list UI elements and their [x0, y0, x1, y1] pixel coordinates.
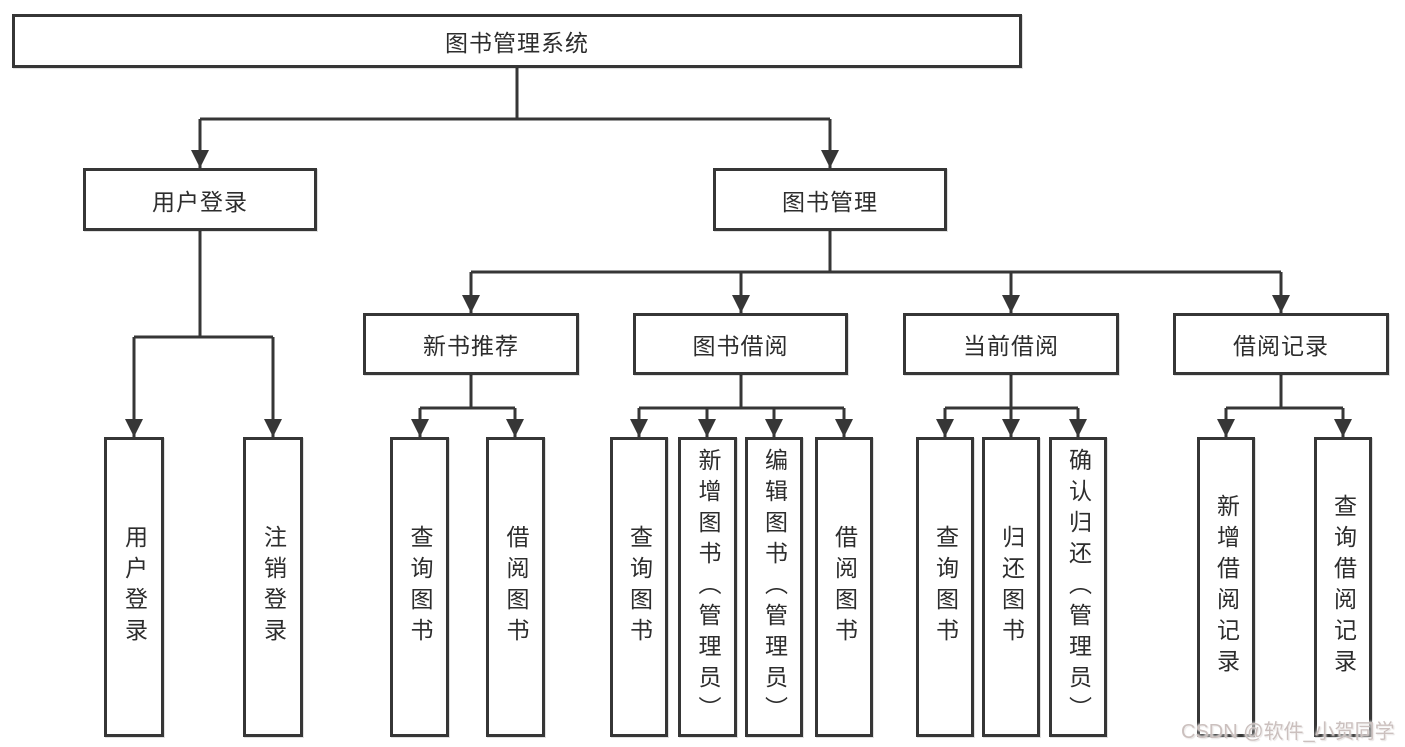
leaf-current-return-books: 归还图书	[982, 437, 1040, 737]
node-user-login-label: 用户登录	[152, 188, 248, 215]
leaf-newbooks-query-books-label: 查询图书	[407, 525, 433, 649]
node-borrowing-records-label: 借阅记录	[1233, 333, 1329, 359]
leaf-borrowing-query-books-label: 查询图书	[626, 525, 653, 649]
leaf-newbooks-borrow-books-label: 借阅图书	[503, 525, 529, 649]
split-bars	[134, 68, 1343, 410]
leaf-records-add-borrow-record: 新增借阅记录	[1197, 437, 1255, 737]
leaf-borrowing-query-books: 查询图书	[610, 437, 668, 737]
leaf-borrowing-borrow-books: 借阅图书	[815, 437, 873, 737]
leaf-borrowing-add-books-admin-label: 新增图书（管理员）	[695, 447, 721, 727]
node-new-book-recommend-label: 新书推荐	[423, 333, 519, 359]
leaf-user-login: 用户登录	[104, 437, 164, 737]
leaf-newbooks-borrow-books: 借阅图书	[486, 437, 545, 737]
node-user-login: 用户登录	[83, 168, 317, 231]
node-current-borrowing: 当前借阅	[903, 313, 1119, 375]
node-borrowing-records: 借阅记录	[1173, 313, 1389, 375]
leaf-newbooks-query-books: 查询图书	[390, 437, 449, 737]
leaf-current-confirm-return-admin: 确认归还（管理员）	[1049, 437, 1107, 737]
leaf-records-query-borrow-record: 查询借阅记录	[1314, 437, 1372, 737]
node-root-system-label: 图书管理系统	[445, 30, 589, 56]
leaf-current-confirm-return-admin-label: 确认归还（管理员）	[1065, 447, 1092, 727]
leaf-borrowing-add-books-admin: 新增图书（管理员）	[678, 437, 737, 737]
leaf-records-add-borrow-record-label: 新增借阅记录	[1213, 494, 1240, 680]
leaf-logout-label: 注销登录	[260, 525, 287, 649]
leaf-records-query-borrow-record-label: 查询借阅记录	[1330, 494, 1357, 680]
node-book-borrowing: 图书借阅	[633, 313, 848, 375]
leaf-borrowing-edit-books-admin-label: 编辑图书（管理员）	[761, 447, 788, 727]
leaf-borrowing-borrow-books-label: 借阅图书	[831, 525, 858, 649]
node-root-system: 图书管理系统	[12, 14, 1022, 68]
leaf-logout: 注销登录	[243, 437, 303, 737]
arrow-connectors	[125, 119, 1352, 437]
leaf-user-login-label: 用户登录	[121, 525, 148, 649]
leaf-borrowing-edit-books-admin: 编辑图书（管理员）	[745, 437, 803, 737]
node-new-book-recommend: 新书推荐	[363, 313, 579, 375]
node-book-borrowing-label: 图书借阅	[692, 333, 789, 359]
node-book-management-label: 图书管理	[782, 188, 878, 215]
leaf-current-query-books-label: 查询图书	[932, 525, 959, 649]
csdn-watermark: CSDN @软件_小贺同学	[1181, 721, 1395, 743]
leaf-current-return-books-label: 归还图书	[998, 525, 1025, 649]
node-book-management: 图书管理	[713, 168, 947, 231]
node-current-borrowing-label: 当前借阅	[963, 333, 1059, 359]
leaf-current-query-books: 查询图书	[916, 437, 974, 737]
